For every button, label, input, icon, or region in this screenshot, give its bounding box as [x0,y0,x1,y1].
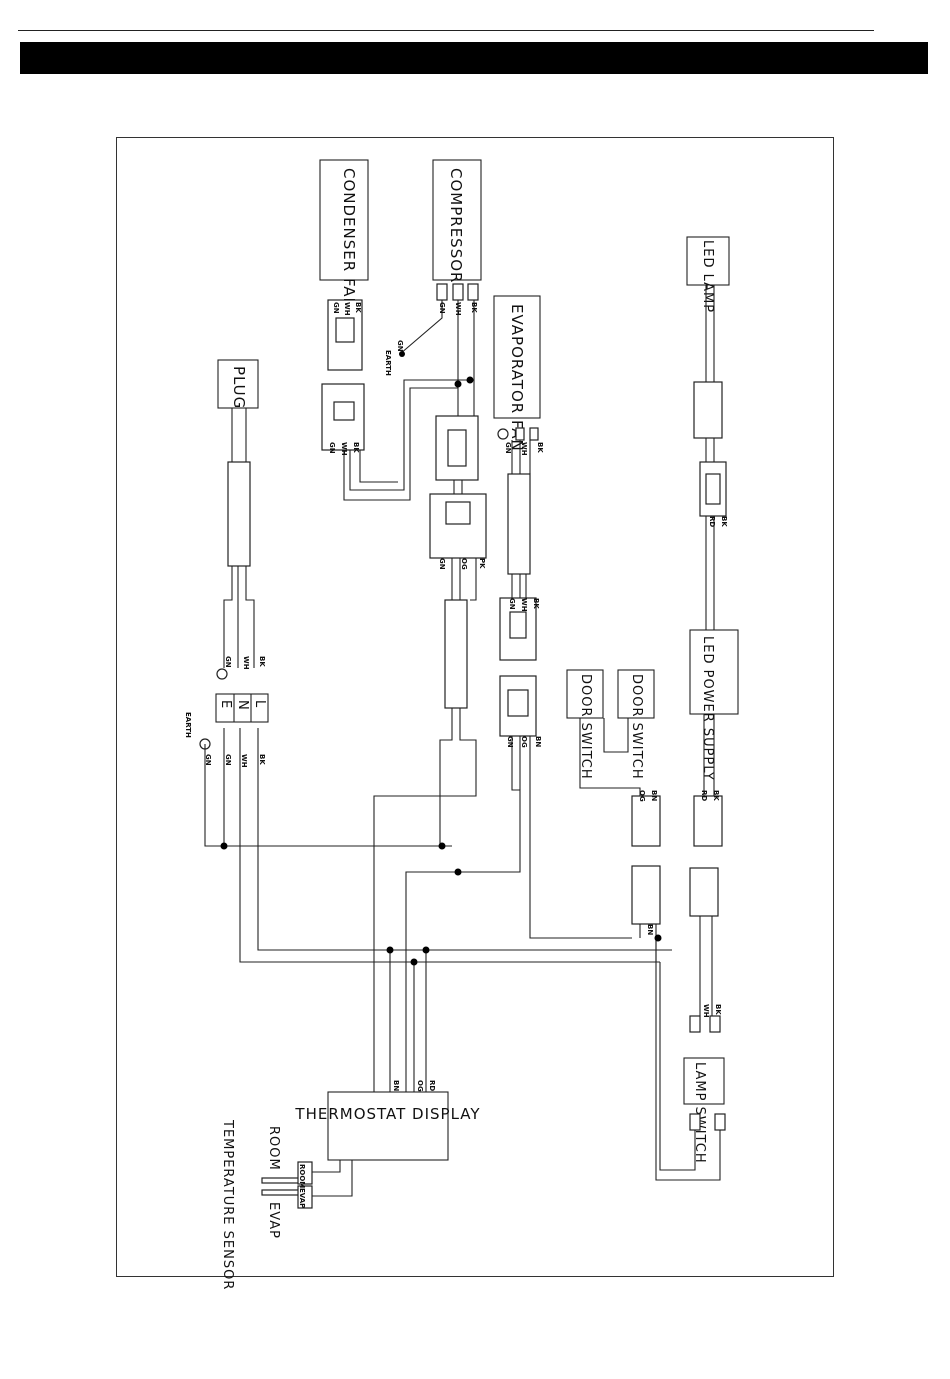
code-gn-6: GN [438,558,446,570]
code-gn-11: GN [506,736,514,748]
junctions [220,351,662,966]
code-bk-12: BK [720,516,728,527]
code-room-tag: ROOM [298,1164,306,1188]
code-wh-1: WH [454,302,462,316]
code-bk-4: BK [352,442,360,453]
code-wh-10: WH [240,754,248,768]
code-rd-17: RD [428,1080,436,1091]
code-bk-7: BK [532,598,540,609]
code-bk-16: BK [714,1004,722,1015]
code-gn-7: GN [508,598,516,610]
evaporator-fan-box: EVAPORATOR FAN [493,295,541,452]
code-bn-11: BN [534,736,542,747]
code-gn-1: GN [438,302,446,314]
terminal-e-label: E [218,700,233,709]
thermostat-display-label: THERMOSTAT DISPLAY [294,1105,480,1123]
code-bn-15: BN [646,924,654,935]
code-gn-5: GN [504,442,512,454]
diagram-frame [116,137,834,1277]
door-switch-2-box: DOOR SWITCH [617,669,655,780]
door-switch-1-box: DOOR SWITCH [566,669,604,780]
code-bn-13: BN [650,790,658,801]
code-bk-14: BK [712,790,720,801]
condenser-fan-box: CONDENSER FAN [319,159,369,310]
code-wh-8: WH [242,656,250,670]
wire-codes: GN WH BK GN WH BK GN GN WH BK GN WH BK G… [204,302,728,1208]
terminal-n-label: N [235,700,250,711]
terminal-l-label: L [252,700,267,708]
led-power-supply-label: LED POWER SUPPLY [700,636,715,781]
code-rd-14: RD [700,790,708,801]
evaporator-fan-label: EVAPORATOR FAN [508,304,526,452]
condenser-fan-label: CONDENSER FAN [340,168,358,310]
code-gn-8: GN [224,656,232,668]
code-bk-5: BK [536,442,544,453]
code-og-11: OG [520,736,528,748]
plug-label: PLUG [230,366,248,409]
code-wh-2: WH [343,302,351,316]
code-wh-4: WH [340,442,348,456]
code-og-13: OG [638,790,646,802]
code-gn-2: GN [332,302,340,314]
thermostat-display-box: THERMOSTAT DISPLAY [294,1091,480,1161]
code-wh-5: WH [520,442,528,456]
code-gn-4: GN [328,442,336,454]
connectors [199,283,727,1209]
code-wh-7: WH [520,598,528,612]
plug-box: PLUG [217,359,259,409]
code-og-17: OG [416,1080,424,1092]
door-switch-1-label: DOOR SWITCH [578,674,593,780]
earth-label: EARTH [184,712,192,738]
code-bk-1: BK [470,302,478,313]
code-wh-16: WH [702,1004,710,1018]
title-bar [20,42,928,74]
top-rule [18,30,874,31]
code-bk-8: BK [258,656,266,667]
code-gn-10: GN [224,754,232,766]
code-bn-17: BN [392,1080,400,1091]
lamp-switch-box: LAMP SWITCH [683,1057,725,1164]
code-rd-12: RD [708,516,716,527]
code-evap-tag: EVAP [298,1188,306,1208]
terminal-block: E N L [215,693,269,723]
compressor-label: COMPRESSOR [447,168,465,283]
room-label: ROOM [266,1126,281,1171]
sensor-label: TEMPERATURE SENSOR [220,1119,235,1290]
code-bk-10: BK [258,754,266,765]
lamp-switch-label: LAMP SWITCH [692,1062,707,1164]
code-pk-6: PK [478,558,486,569]
code-og-6: OG [460,558,468,570]
earth-label-compressor: EARTH [384,350,392,376]
led-lamp-label: LED LAMP [700,240,715,313]
compressor-box: COMPRESSOR [432,159,482,283]
led-lamp-box: LED LAMP [686,236,730,313]
wires [204,285,721,1197]
code-bk-2: BK [354,302,362,313]
code-gn-3: GN [396,340,404,352]
door-switch-2-label: DOOR SWITCH [629,674,644,780]
evap-label: EVAP [266,1202,281,1239]
code-gn-9: GN [204,754,212,766]
